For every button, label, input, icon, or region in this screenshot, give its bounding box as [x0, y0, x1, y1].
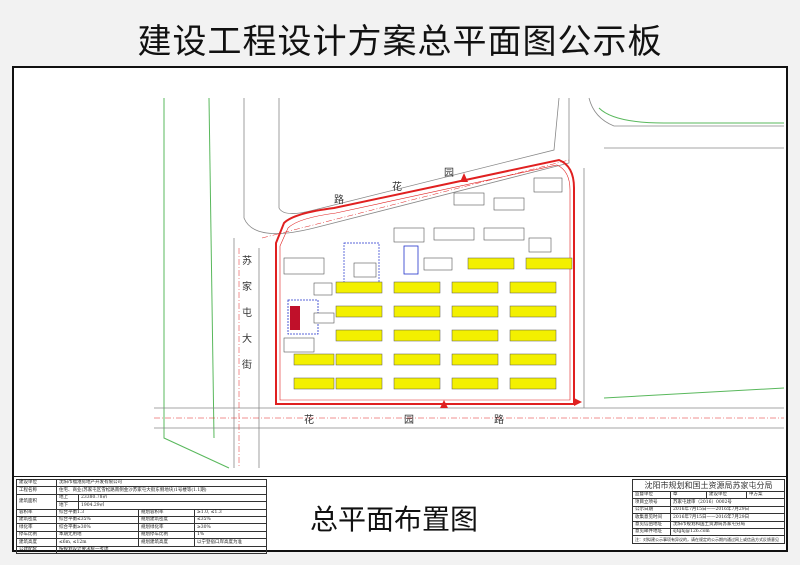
residential-building	[293, 353, 335, 366]
entrance-arrow	[574, 398, 582, 406]
hatched-building	[403, 245, 419, 275]
road-centerline	[154, 159, 784, 468]
road-label: 花	[304, 413, 314, 426]
existing-building	[283, 257, 325, 275]
residential-building	[335, 281, 383, 294]
residential-building	[451, 353, 499, 366]
authority-name: 沈阳市规划和国土资源局苏家屯分局	[632, 479, 785, 492]
residential-building	[451, 377, 499, 390]
project-info-table: 建设单位沈阳市福港房地产开发有限公司 工程名称住宅、商业(苏家屯区雪松路南侧金沙…	[16, 478, 267, 554]
existing-building	[283, 337, 315, 353]
entrance-markers	[440, 173, 582, 408]
existing-building	[423, 257, 453, 271]
table-row: 建设单位沈阳市福港房地产开发有限公司	[16, 478, 267, 488]
board-title: 建设工程设计方案总平面图公示板	[137, 22, 663, 62]
residential-building	[509, 281, 557, 294]
road-label: 园	[444, 167, 454, 179]
residential-building	[451, 305, 499, 318]
entrance-arrow	[460, 173, 468, 182]
existing-building	[483, 227, 525, 241]
road-label: 大	[242, 332, 252, 345]
residential-building	[335, 329, 383, 342]
new-residential-buildings	[293, 257, 573, 390]
residential-building	[293, 377, 335, 390]
table-row: 建筑密度综合平衡≤35%规划建筑密度≤35%	[16, 515, 267, 525]
residential-building	[393, 305, 441, 318]
residential-building	[451, 329, 499, 342]
residential-building	[509, 329, 557, 342]
residential-building	[525, 257, 573, 270]
residential-building	[393, 329, 441, 342]
residential-building	[451, 281, 499, 294]
road-label: 家	[242, 280, 252, 293]
site-plan-drawing: 花 园 路 花 园 路 苏 家 屯 大 街	[154, 97, 785, 469]
commercial-building	[290, 306, 300, 330]
existing-building	[393, 227, 425, 243]
existing-building	[453, 192, 485, 206]
residential-building	[335, 305, 383, 318]
residential-building	[509, 377, 557, 390]
road-label: 花	[392, 180, 402, 193]
site-boundary	[275, 158, 575, 405]
residential-building	[467, 257, 515, 270]
roads	[154, 97, 784, 468]
table-row: 工程名称住宅、商业(苏家屯区雪松路南侧金沙苏家屯大街东侧地块)1号楼等(1.1期…	[16, 486, 267, 495]
residential-building	[509, 353, 557, 366]
existing-building	[353, 262, 377, 278]
plan-subtitle: 总平面布置图	[310, 503, 479, 536]
residential-building	[393, 353, 441, 366]
existing-building	[528, 237, 552, 253]
residential-building	[335, 377, 383, 390]
notice-note: 注：对拟建公示事项有异议的，请在规定的公示期内通过网上或信函方式反馈意见	[632, 535, 785, 544]
table-row: 意见信函地址沈阳市规划和国土资源局苏家屯分局	[632, 520, 785, 529]
road-label: 路	[494, 413, 504, 426]
table-row: 绿化率综合平衡≥30%规划绿化率≥30%	[16, 523, 267, 532]
green-belt-left	[163, 98, 230, 469]
residential-building	[509, 305, 557, 318]
existing-building	[313, 312, 335, 324]
road-label: 街	[242, 358, 252, 371]
existing-building	[313, 282, 333, 296]
residential-building	[335, 353, 383, 366]
green-belts	[163, 97, 785, 469]
divider-line	[14, 476, 786, 477]
site-boundary-inner	[279, 164, 571, 401]
road-label: 路	[334, 193, 344, 206]
existing-building	[433, 227, 475, 241]
authority-info-table: 沈阳市规划和国土资源局苏家屯分局 监督单位章建设单位申方案 项目立项号苏家屯建审…	[632, 479, 785, 544]
green-belt-top-right	[598, 107, 784, 124]
green-belt-left-inner	[208, 97, 215, 439]
road-label: 园	[404, 414, 414, 426]
existing-buildings	[283, 177, 563, 353]
residential-building	[393, 281, 441, 294]
road-label: 屯	[242, 306, 252, 319]
table-row: 监督单位章建设单位申方案	[632, 490, 785, 500]
table-row: 公建配套按规划设计要求统一考虑	[16, 545, 267, 554]
green-belt-right	[603, 387, 785, 399]
existing-building	[533, 177, 563, 193]
notice-board: 花 园 路 花 园 路 苏 家 屯 大 街 建设单位沈阳市福港房地产开发有限公司…	[12, 66, 788, 554]
existing-building	[493, 197, 525, 211]
road-label: 苏	[242, 254, 252, 267]
residential-building	[393, 377, 441, 390]
table-row: 项目立项号苏家屯建审（2016）0002号	[632, 498, 785, 507]
entrance-arrow	[440, 400, 448, 408]
